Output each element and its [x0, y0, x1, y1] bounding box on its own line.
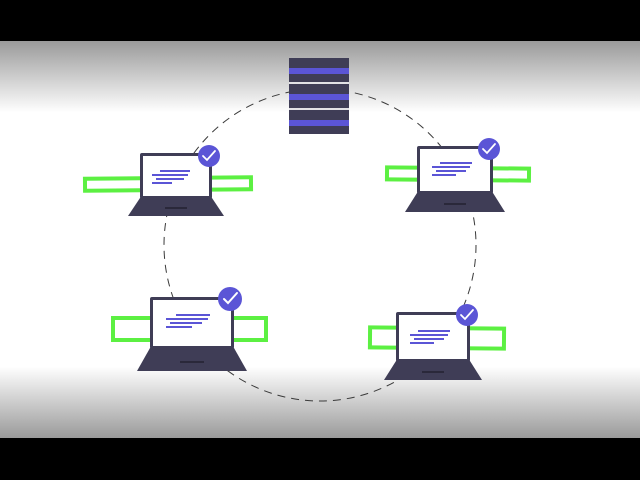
check-badge-icon	[218, 287, 242, 311]
laptop-icon	[384, 312, 482, 380]
code-lines	[432, 162, 472, 176]
code-lines	[410, 330, 450, 344]
laptop-top-left	[82, 145, 254, 216]
laptop-top-right	[384, 138, 532, 212]
laptop-icon	[137, 297, 247, 371]
check-badge-icon	[478, 138, 500, 160]
laptop-bottom-right	[367, 304, 507, 380]
code-lines	[152, 170, 190, 184]
server-rack-icon	[289, 58, 349, 134]
check-badge-icon	[198, 145, 220, 167]
letterbox-top	[0, 0, 640, 41]
laptop-icon	[405, 146, 505, 212]
laptop-icon	[128, 153, 224, 216]
laptop-bottom-left	[111, 287, 268, 371]
code-lines	[166, 314, 210, 328]
letterbox-bottom	[0, 438, 640, 480]
check-badge-icon	[456, 304, 478, 326]
